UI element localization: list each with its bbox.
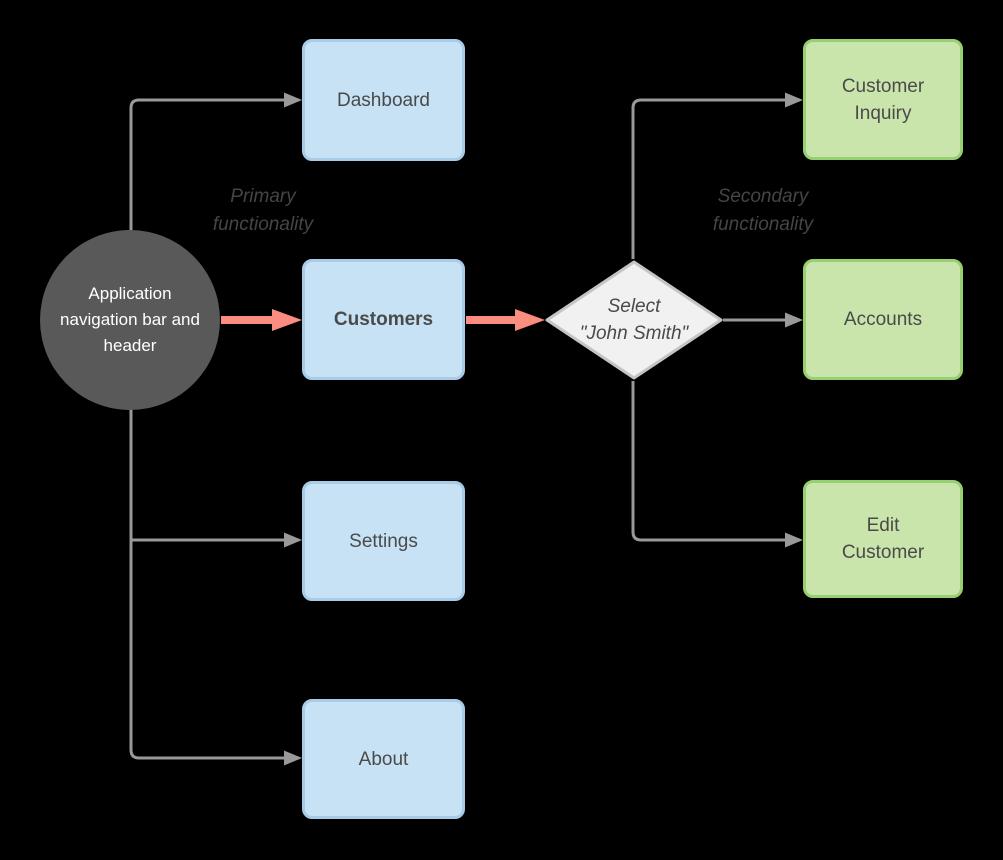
node-edit-customer[interactable]: Edit Customer	[803, 480, 963, 598]
node-decision-select-john-smith[interactable]: Select "John Smith"	[544, 259, 724, 381]
connector-decision-customer-inquiry	[631, 92, 803, 259]
node-customers[interactable]: Customers	[302, 259, 465, 380]
node-dashboard-label: Dashboard	[337, 89, 430, 111]
node-accounts-label: Accounts	[843, 309, 923, 330]
annotation-primary-functionality: Primary functionality	[212, 186, 314, 235]
node-accounts[interactable]: Accounts	[803, 259, 963, 380]
connector-decision-edit-customer	[631, 381, 803, 548]
connector-hub-about	[129, 409, 302, 766]
decision-diamond-shape	[545, 260, 723, 380]
arrowhead-customers-decision	[515, 309, 545, 331]
connector-hub-dashboard	[129, 92, 302, 231]
node-customer-inquiry[interactable]: Customer Inquiry	[803, 39, 963, 160]
node-about-label: About	[358, 748, 409, 770]
node-settings[interactable]: Settings	[302, 481, 465, 601]
node-customer-inquiry-label: Customer Inquiry	[841, 75, 925, 124]
node-dashboard[interactable]: Dashboard	[302, 39, 465, 161]
hub-label: Application navigation bar and header	[60, 284, 200, 355]
annotation-secondary-functionality: Secondary functionality	[712, 186, 814, 235]
arrowhead-hub-customers	[272, 309, 302, 331]
decision-label: Select "John Smith"	[579, 296, 689, 344]
node-settings-label: Settings	[349, 530, 418, 552]
node-about[interactable]: About	[302, 699, 465, 819]
node-customers-label: Customers	[333, 309, 434, 330]
node-edit-customer-label: Edit Customer	[841, 515, 925, 563]
node-app-navigation-hub[interactable]: Application navigation bar and header	[40, 230, 220, 410]
